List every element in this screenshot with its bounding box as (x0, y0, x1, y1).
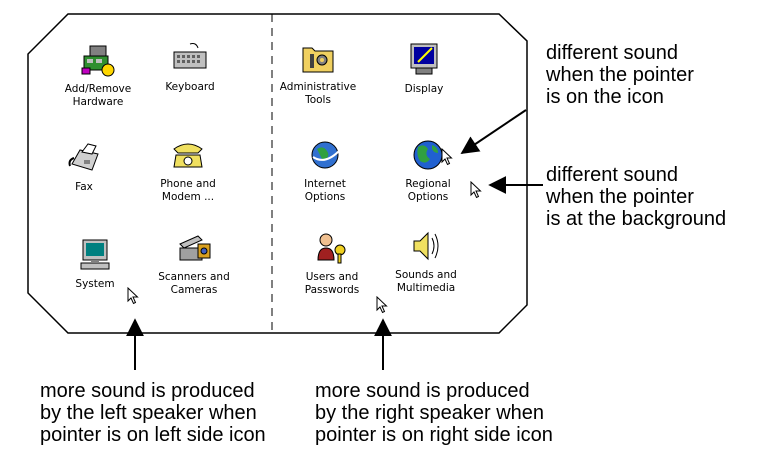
icon-internet-options[interactable]: Internet Options (279, 137, 371, 204)
icon-label: Administrative Tools (279, 81, 357, 106)
icon-regional-options[interactable]: Regional Options (382, 137, 474, 204)
icon-label: Internet Options (304, 178, 346, 203)
arrow-to-icon (460, 109, 527, 155)
icon-system[interactable]: System (49, 237, 141, 291)
icon-phone-and-modem[interactable]: Phone and Modem ... (142, 137, 234, 204)
icon-sounds-and-multimedia[interactable]: Sounds and Multimedia (380, 228, 472, 295)
icon-users-and-passwords[interactable]: Users and Passwords (286, 230, 378, 297)
icon-label: Scanners and Cameras (158, 271, 230, 296)
phone-icon (173, 143, 203, 168)
icon-fax[interactable]: Fax (38, 140, 130, 194)
scanner-icon (179, 235, 211, 261)
icon-label: Add/Remove Hardware (64, 83, 132, 108)
icon-label: System (75, 278, 115, 290)
icon-label: Keyboard (165, 81, 215, 93)
icon-scanners-and-cameras[interactable]: Scanners and Cameras (148, 230, 240, 297)
pointer-on-icon-cursor (441, 148, 453, 166)
pointer-left-cursor (127, 287, 139, 305)
icon-label: Fax (75, 181, 93, 193)
pointer-right-cursor (376, 296, 388, 314)
folder-tools-icon (302, 47, 334, 73)
icon-keyboard[interactable]: Keyboard (144, 40, 236, 94)
annotation-left-speaker: more sound is produced by the left speak… (40, 380, 266, 446)
window-outline (27, 13, 528, 334)
icon-display[interactable]: Display (378, 42, 470, 96)
icon-label: Phone and Modem ... (160, 178, 216, 203)
annotation-icon-sound: different sound when the pointer is on t… (546, 42, 694, 108)
icon-label: Users and Passwords (304, 271, 360, 296)
icon-label: Sounds and Multimedia (395, 269, 457, 294)
annotation-right-speaker: more sound is produced by the right spea… (315, 380, 553, 446)
pointer-background-cursor (470, 181, 482, 199)
monitor-icon (410, 43, 438, 75)
speaker-icon (413, 231, 439, 261)
fax-icon (68, 143, 99, 171)
icon-add-remove-hardware[interactable]: Add/Remove Hardware (52, 42, 144, 109)
globe-icon (311, 141, 340, 169)
keyboard-icon (173, 43, 207, 69)
icon-administrative-tools[interactable]: Administrative Tools (272, 40, 364, 107)
users-key-icon (317, 233, 346, 264)
icon-label: Display (404, 83, 444, 95)
hardware-icon (81, 45, 115, 77)
computer-icon (80, 239, 110, 270)
annotation-background-sound: different sound when the pointer is at t… (546, 164, 727, 230)
icon-label: Regional Options (405, 178, 451, 203)
